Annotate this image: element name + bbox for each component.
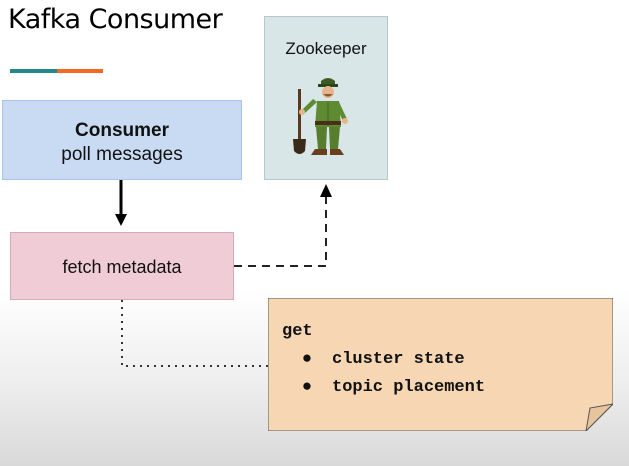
title-accent-orange — [57, 69, 103, 73]
fetch-metadata-label: fetch metadata — [62, 257, 182, 277]
consumer-title: Consumer — [75, 120, 169, 141]
note-card — [268, 298, 613, 431]
consumer-box: Consumer poll messages — [2, 100, 242, 180]
note-item: ● cluster state — [282, 346, 485, 374]
note-item-text: topic placement — [332, 378, 486, 397]
fetch-to-zookeeper-dashed-line — [234, 196, 327, 267]
zookeeper-arrowhead — [320, 184, 332, 197]
note-content: get ● cluster state ● topic placement — [282, 318, 485, 402]
zookeeper-label: Zookeeper — [285, 39, 367, 58]
zookeeper-box: Zookeeper — [264, 16, 388, 180]
bullet-icon: ● — [301, 350, 313, 369]
consumer-subtitle: poll messages — [61, 144, 183, 165]
zookeeper-keeper-icon — [293, 78, 348, 155]
fetch-to-note-dotted-line — [121, 300, 268, 367]
note-item-text: cluster state — [332, 350, 465, 369]
fetch-metadata-box: fetch metadata — [10, 232, 234, 300]
note-item: ● topic placement — [282, 374, 485, 402]
slide-title: Kafka Consumer — [8, 4, 223, 35]
title-accent-teal — [10, 69, 57, 73]
note-heading: get — [282, 322, 313, 341]
bullet-icon: ● — [301, 378, 313, 397]
